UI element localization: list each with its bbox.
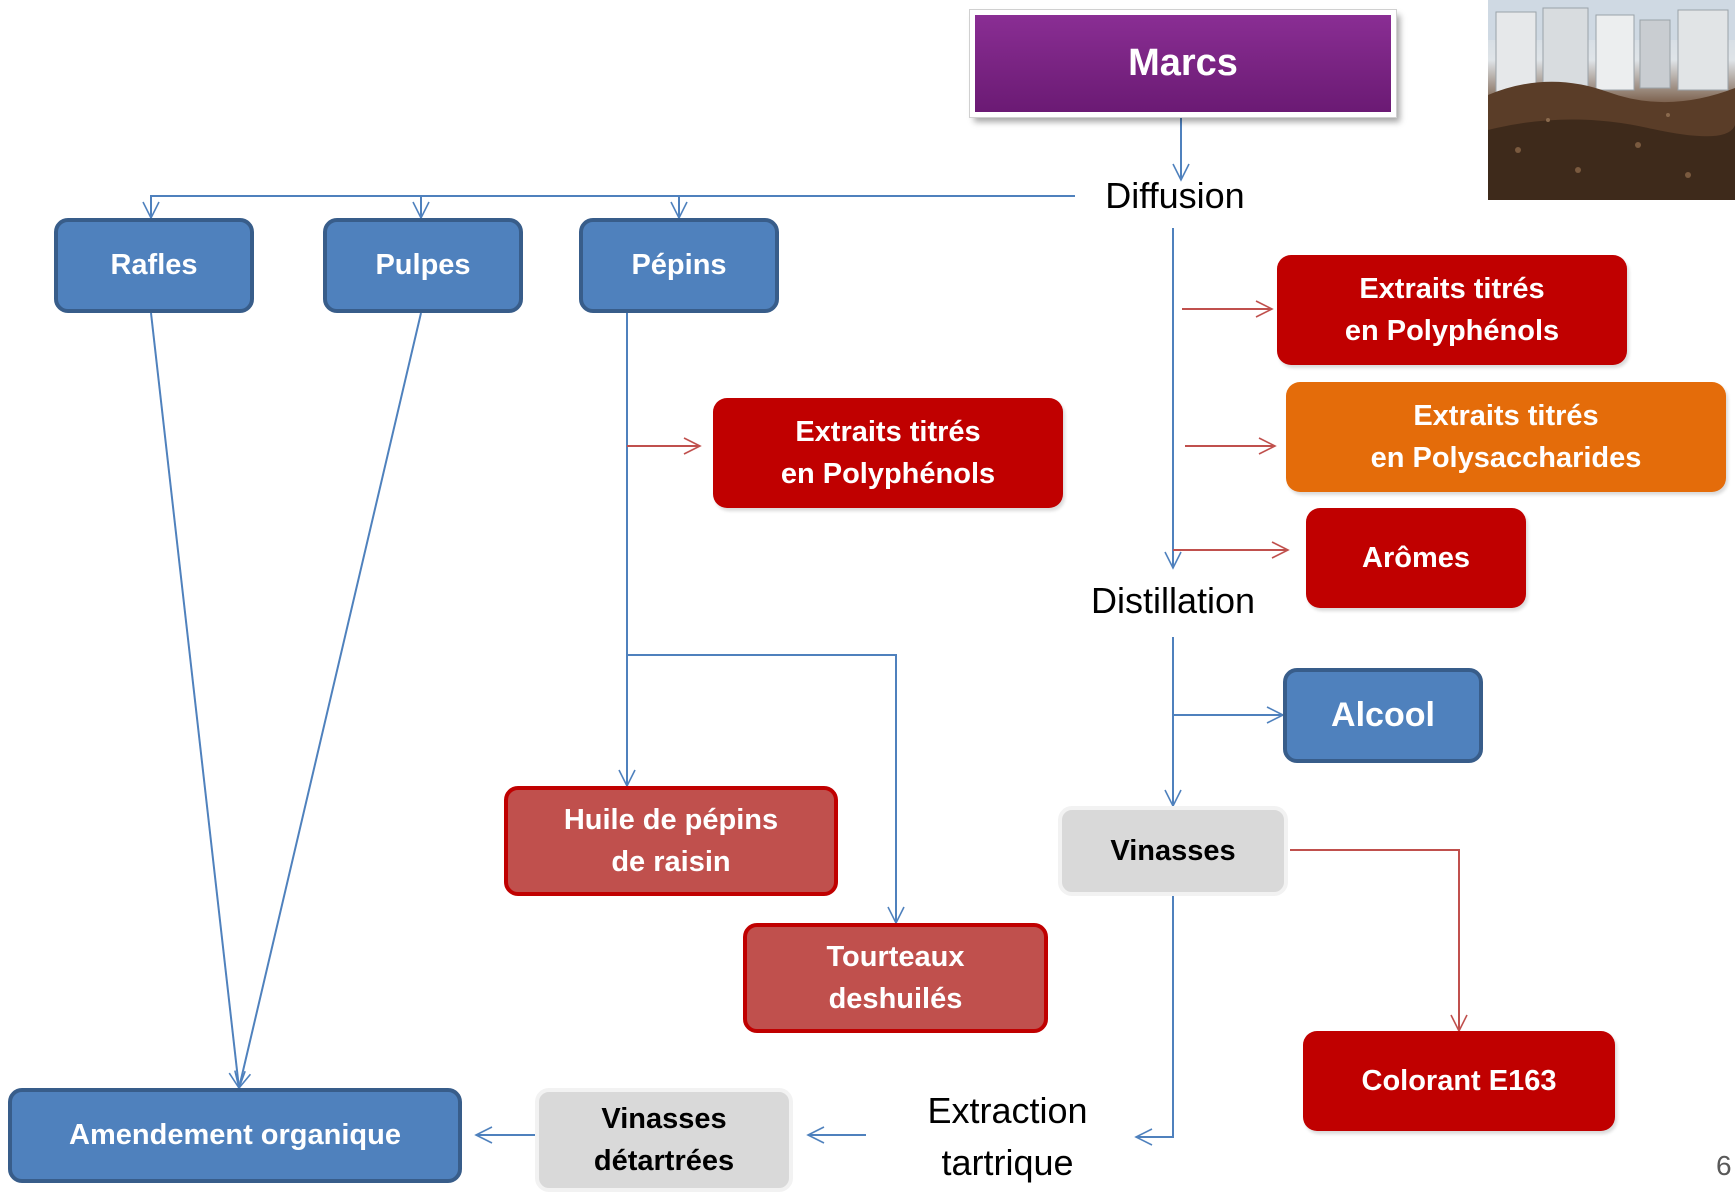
distillation-step: Distillation xyxy=(1090,580,1256,621)
huile-pepins-node: Huile de pépins de raisin xyxy=(504,786,838,896)
marcs-node: Marcs xyxy=(969,9,1397,118)
extraits-polyphenols-right-label: Extraits titrés en Polyphénols xyxy=(1344,272,1560,347)
line-vinasses-extraction xyxy=(1134,895,1174,1146)
diffusion-step: Diffusion xyxy=(1105,175,1245,216)
rafles-node: Rafles xyxy=(54,218,254,313)
extraits-polyphenols-right-node: Extraits titrés en Polyphénols xyxy=(1277,255,1627,365)
pulpes-label: Pulpes xyxy=(375,249,471,282)
extraction-tartrique-step: Extraction tartrique xyxy=(927,1090,1088,1184)
amendement-organique-node: Amendement organique xyxy=(8,1088,462,1183)
vinasses-label: Vinasses xyxy=(1110,834,1236,867)
colorant-e163-label: Colorant E163 xyxy=(1361,1064,1557,1097)
arrow-rafles-amendement xyxy=(150,312,246,1090)
colorant-e163-node: Colorant E163 xyxy=(1303,1031,1615,1131)
extraits-polyphenols-left-label: Extraits titrés en Polyphénols xyxy=(780,415,996,490)
marcs-label: Marcs xyxy=(1128,41,1238,84)
pulpes-node: Pulpes xyxy=(323,218,523,313)
pepins-node: Pépins xyxy=(579,218,779,313)
distillery-photo xyxy=(1488,0,1735,200)
line-pepins-tourteaux xyxy=(627,654,905,925)
extraits-polysaccharides-node: Extraits titrés en Polysaccharides xyxy=(1286,382,1726,492)
distillery-tanks-illustration xyxy=(1488,0,1735,200)
tourteaux-node: Tourteaux deshuilés xyxy=(743,923,1048,1033)
aromes-label: Arômes xyxy=(1362,541,1470,574)
arrow-vinasses-colorant xyxy=(1290,849,1468,1033)
extraits-polysaccharides-label: Extraits titrés en Polysaccharides xyxy=(1370,399,1642,474)
vinasses-detartrees-label: Vinasses détartrées xyxy=(593,1102,735,1177)
vinasses-detartrees-node: Vinasses détartrées xyxy=(535,1088,793,1192)
arrow-pulpes-amendement xyxy=(234,312,422,1090)
alcool-node: Alcool xyxy=(1283,668,1483,763)
alcool-label: Alcool xyxy=(1331,695,1435,734)
aromes-node: Arômes xyxy=(1306,508,1526,608)
amendement-organique-label: Amendement organique xyxy=(69,1119,401,1152)
extraits-polyphenols-left-node: Extraits titrés en Polyphénols xyxy=(713,398,1063,508)
vinasses-node: Vinasses xyxy=(1058,806,1288,896)
huile-pepins-label: Huile de pépins de raisin xyxy=(563,803,779,878)
tourteaux-label: Tourteaux deshuilés xyxy=(826,940,965,1015)
page-number: 6 xyxy=(1716,1150,1732,1181)
pepins-label: Pépins xyxy=(631,249,727,282)
rafles-label: Rafles xyxy=(110,249,198,282)
line-diffusion-branches xyxy=(142,195,1075,220)
